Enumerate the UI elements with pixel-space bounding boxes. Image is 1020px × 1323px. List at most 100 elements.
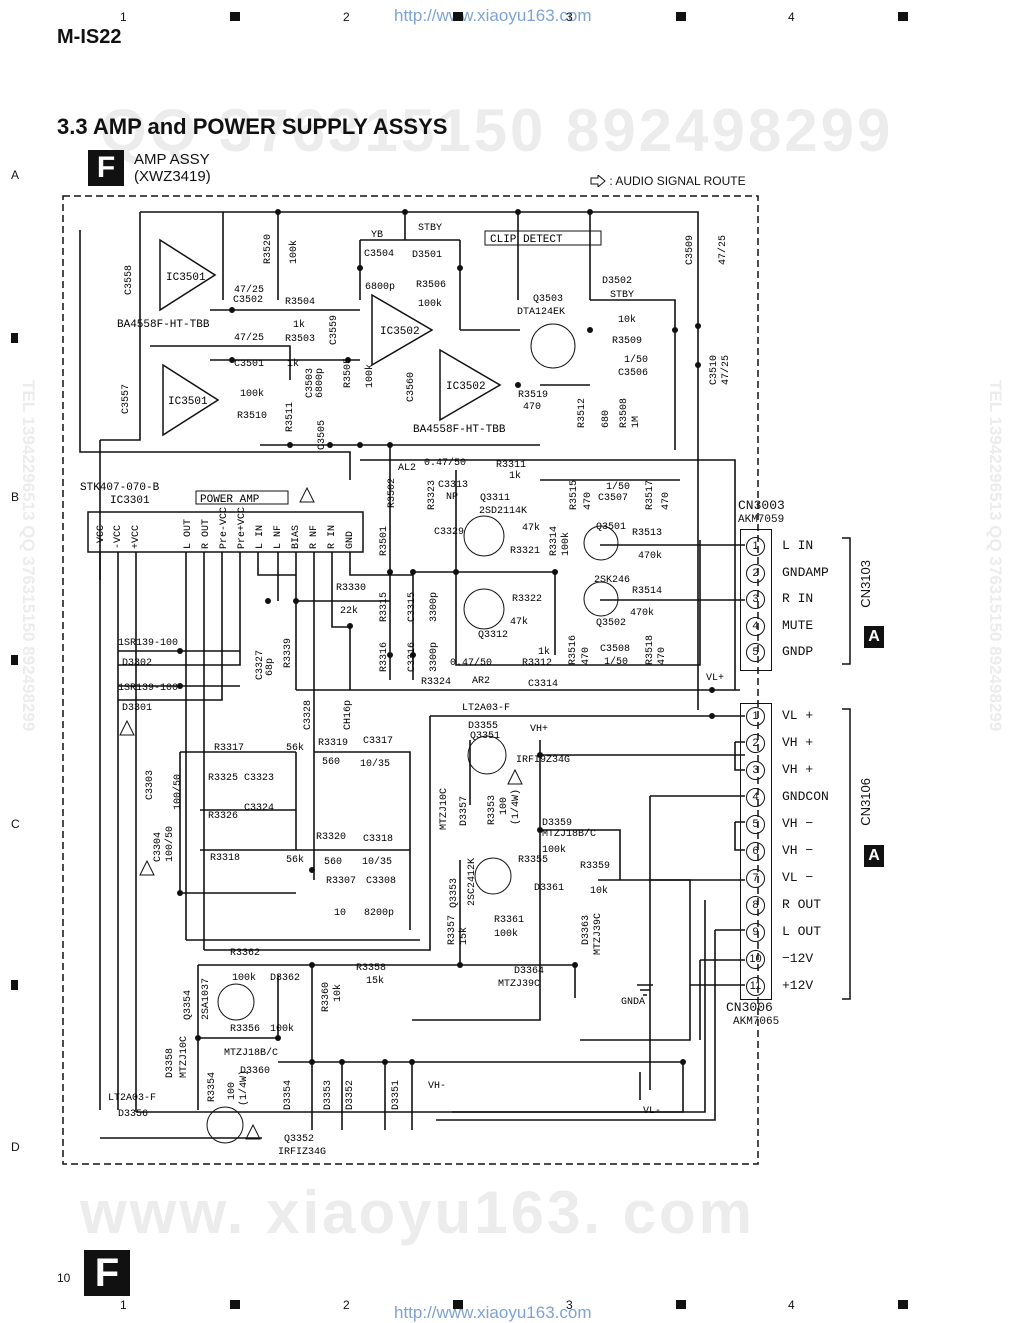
cn3106-label: CN3106 xyxy=(858,778,873,826)
cn3106-bracket xyxy=(842,708,851,1000)
ic3301-wires xyxy=(99,445,745,1112)
label-c3558: C3558 xyxy=(124,265,135,295)
label-r3517: R3517 xyxy=(645,480,656,510)
connector-pin-name: −12V xyxy=(782,951,814,966)
grid-row-a: A xyxy=(11,168,20,182)
label-r3506-val: 100k xyxy=(418,298,442,310)
q3502-symbol xyxy=(583,581,619,617)
background-watermark-top: QQ 376315150 892498299 xyxy=(100,97,894,164)
label-gnda: GNDA xyxy=(621,997,645,1008)
label-c3504: C3504 xyxy=(364,249,394,260)
q3351-symbol xyxy=(467,735,507,775)
label-r3314: R3314 xyxy=(549,526,560,556)
ic3502-label-a: IC3502 xyxy=(380,326,420,338)
cn3003-body xyxy=(740,529,772,671)
label-d3501: D3501 xyxy=(412,250,442,261)
connector-pin-number: 4 xyxy=(746,616,765,636)
grid-marker xyxy=(676,1300,686,1309)
connector-pin-number: 3 xyxy=(746,761,765,780)
label-c3560: C3560 xyxy=(406,372,417,402)
label-r3358: R3358 xyxy=(356,963,386,974)
ic3501-label-a: IC3501 xyxy=(166,272,206,284)
label-r3514: R3514 xyxy=(632,586,662,597)
c3304-caution-icon xyxy=(139,859,155,876)
cn3103-label: CN3103 xyxy=(858,560,873,608)
connector-pin-number: 1 xyxy=(746,707,765,726)
label-d3302-part: 1SR139-100 xyxy=(118,638,178,649)
label-r3357: R3357 xyxy=(447,915,458,945)
label-q3503-part: DTA124EK xyxy=(517,307,565,318)
label-r3355: R3355 xyxy=(518,855,548,866)
label-c3510: C3510 xyxy=(709,355,720,385)
connector-pin-name: L OUT xyxy=(782,924,822,939)
side-watermark-left: TEL 13942296513 QQ 376315150 892498299 xyxy=(19,380,38,732)
watermark-url-top: http://www.xiaoyu163.com xyxy=(394,6,592,25)
ic3301-pin-6: Pre-VCC xyxy=(219,507,230,549)
label-r3512-val: 680 xyxy=(601,410,612,428)
connector-pin-name: GNDP xyxy=(782,644,814,659)
label-vl-plus: VL+ xyxy=(706,673,724,684)
power-amp-label: POWER AMP xyxy=(200,494,260,506)
q3311-symbol xyxy=(463,515,505,557)
connector-pin-number: 3 xyxy=(746,590,765,609)
label-c3308-val: 8200p xyxy=(364,908,394,919)
label-q3351-part: IRFI9Z34G xyxy=(516,755,570,766)
grid-row-b: B xyxy=(11,490,20,504)
cn3003-ref: CN3003 xyxy=(738,498,785,513)
connector-pin-number: 6 xyxy=(746,842,765,861)
label-c3324: C3324 xyxy=(244,803,274,814)
connector-pin-name: VL − xyxy=(782,870,814,885)
grid-marker xyxy=(453,1300,463,1309)
label-c3328: C3328 xyxy=(303,700,314,730)
grid-marker xyxy=(898,1300,908,1309)
label-r3319: R3319 xyxy=(318,738,348,749)
ic3301-pin-1: -VCC xyxy=(96,525,107,549)
label-d3360-part: MTZJ18B/C xyxy=(224,1047,278,1059)
power-amp-caution-icon xyxy=(299,486,315,503)
ic3301-pin-4: L OUT xyxy=(183,519,194,549)
label-r3517-val: 470 xyxy=(661,492,672,510)
label-c3506-val: 1/50 xyxy=(624,354,648,366)
ic3301-pin-7: Pre+VCC xyxy=(237,507,248,549)
label-r3359-val: 10k xyxy=(590,885,608,897)
label-d3302: D3302 xyxy=(122,658,152,669)
label-d3355-part: LT2A03-F xyxy=(462,703,510,714)
label-c3329: C3329 xyxy=(434,527,464,538)
label-r3325: R3325 xyxy=(208,773,238,784)
label-c3308: C3308 xyxy=(366,876,396,887)
label-c3502-val: 47/25 xyxy=(234,284,264,296)
label-r3519: R3519 xyxy=(518,390,548,401)
label-r3513-val: 470k xyxy=(638,550,662,562)
assy-name: AMP ASSY (XWZ3419) xyxy=(134,151,211,185)
label-q3353-part: 2SC2412K xyxy=(467,858,478,906)
label-c3316-val: 3300p xyxy=(429,642,440,672)
label-c3314-val: 0.47/50 xyxy=(450,657,492,669)
label-vl-minus: VL- xyxy=(643,1106,661,1117)
label-yb: YB xyxy=(371,230,383,241)
label-r3358-val: 15k xyxy=(366,975,384,987)
label-c3317-val: 10/35 xyxy=(360,758,390,770)
ic3301-pin-12: R IN xyxy=(327,525,338,549)
cn3006-body xyxy=(740,703,772,1000)
grid-col-3-bottom: 3 xyxy=(566,1298,573,1312)
q3353-symbol xyxy=(474,857,512,895)
label-r3359: R3359 xyxy=(580,861,610,872)
label-al2: AL2 xyxy=(398,463,416,474)
label-r3339: R3339 xyxy=(283,638,294,668)
label-q3353: Q3353 xyxy=(449,878,460,908)
clip-detect-label: CLIP DETECT xyxy=(490,234,563,246)
label-r3510: R3510 xyxy=(237,411,267,422)
label-r3515: R3515 xyxy=(569,480,580,510)
label-r3362-val: 100k xyxy=(232,972,256,984)
label-r3324: R3324 xyxy=(421,677,451,688)
label-r3361-val: 100k xyxy=(494,928,518,940)
label-c3508: C3508 xyxy=(600,644,630,655)
label-c3506: C3506 xyxy=(618,368,648,379)
q3312-symbol xyxy=(463,588,505,630)
label-r3501: R3501 xyxy=(379,526,390,556)
label-r3318: R3318 xyxy=(210,853,240,864)
label-stby-d3501: STBY xyxy=(418,223,442,234)
label-r3312: R3312 xyxy=(522,658,552,669)
power-amp-box xyxy=(195,490,289,505)
footer-badge: F xyxy=(84,1250,130,1296)
